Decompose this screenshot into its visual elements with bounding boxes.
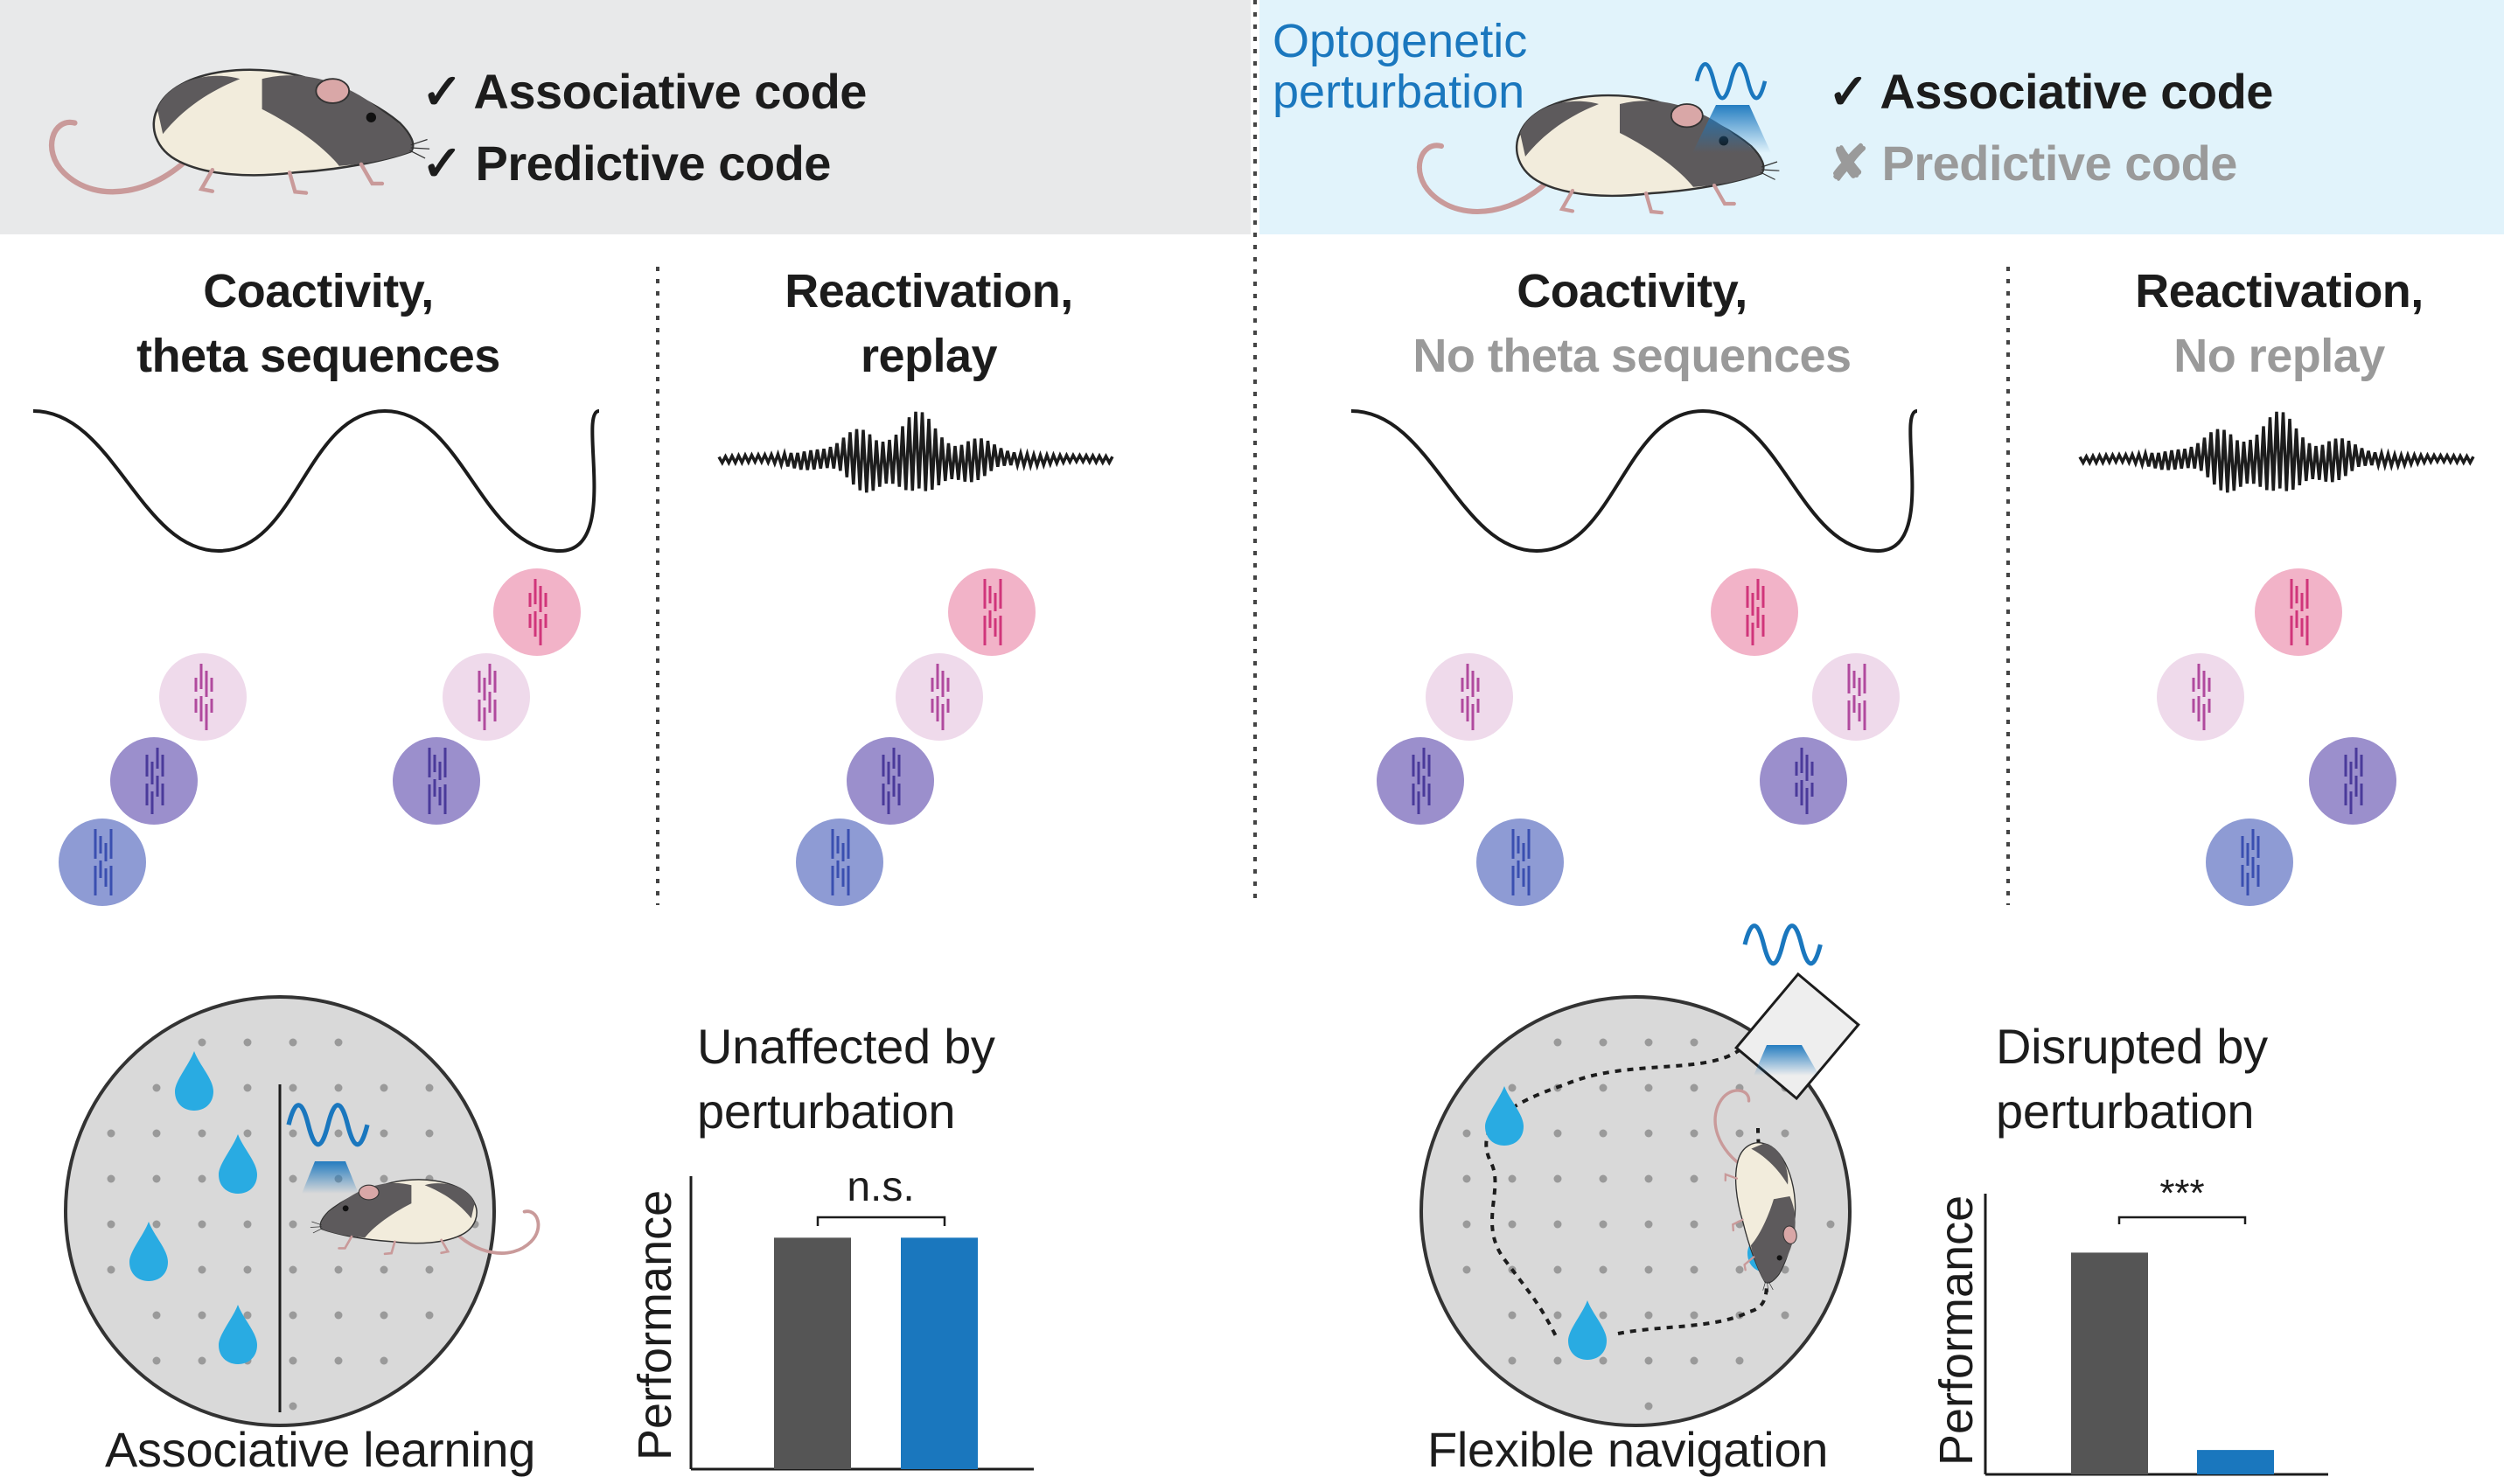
associative-learning-caption: Associative learning bbox=[105, 1422, 536, 1477]
place-cell bbox=[59, 819, 146, 906]
place-cell bbox=[896, 653, 983, 741]
place-cell bbox=[2309, 737, 2396, 825]
theta-section-title: Coactivity, No theta sequences bbox=[1412, 265, 1852, 382]
place-cell bbox=[2206, 819, 2293, 906]
optic-fiber-icon bbox=[1692, 105, 1771, 153]
optic-fiber-icon bbox=[1754, 1045, 1819, 1076]
place-cell bbox=[1377, 737, 1464, 825]
theta-section-title: Coactivity, theta sequences bbox=[136, 265, 500, 382]
replay-oscillation bbox=[2078, 411, 2475, 493]
bar-perturbation bbox=[2197, 1450, 2274, 1474]
predictive-code-check: ✓ Predictive code bbox=[422, 136, 831, 191]
place-cell bbox=[159, 653, 247, 741]
place-cell bbox=[2157, 653, 2244, 741]
bar-control bbox=[2071, 1252, 2148, 1474]
place-cell bbox=[847, 737, 934, 825]
place-cell bbox=[393, 737, 480, 825]
significance-label: n.s. bbox=[847, 1164, 915, 1210]
replay-section-title: Reactivation, No replay bbox=[2135, 265, 2424, 382]
flexible-navigation-caption: Flexible navigation bbox=[1427, 1422, 1829, 1477]
optogenetic-perturbation-label: Optogenetic perturbation bbox=[1273, 15, 1528, 118]
place-cell bbox=[1711, 568, 1798, 656]
replay-oscillation bbox=[717, 411, 1114, 493]
chart-title: Disrupted by perturbation bbox=[1996, 1019, 2268, 1139]
significance-bracket bbox=[816, 1216, 946, 1226]
y-axis-label: Performance bbox=[629, 1189, 681, 1460]
place-cell bbox=[1812, 653, 1900, 741]
bar-chart-unaffected bbox=[689, 1176, 1034, 1471]
place-cell bbox=[443, 653, 530, 741]
chart-title: Unaffected by perturbation bbox=[697, 1019, 995, 1139]
place-cell bbox=[1426, 653, 1513, 741]
bar-chart-disrupted bbox=[1984, 1194, 2328, 1476]
associative-code-check: ✓ Associative code bbox=[1828, 64, 2273, 119]
place-cell bbox=[2255, 568, 2342, 656]
replay-section-title: Reactivation, replay bbox=[785, 265, 1073, 382]
place-cell bbox=[1760, 737, 1847, 825]
bar-perturbation bbox=[901, 1237, 978, 1469]
place-cell bbox=[796, 819, 883, 906]
associative-learning-arena bbox=[64, 995, 541, 1427]
flexible-navigation-arena bbox=[1419, 926, 1860, 1427]
y-axis-label: Performance bbox=[1930, 1195, 1983, 1466]
theta-oscillation bbox=[32, 408, 600, 554]
significance-bracket bbox=[2117, 1216, 2247, 1224]
significance-label: *** bbox=[2159, 1172, 2205, 1215]
bar-control bbox=[774, 1237, 851, 1469]
perturbation-header-panel bbox=[1259, 0, 2504, 234]
place-cell bbox=[1476, 819, 1564, 906]
place-cell bbox=[110, 737, 198, 825]
place-cell bbox=[948, 568, 1036, 656]
theta-oscillation bbox=[1350, 408, 1918, 554]
associative-code-check: ✓ Associative code bbox=[422, 64, 867, 119]
optic-fiber-icon bbox=[302, 1161, 359, 1194]
place-cell bbox=[493, 568, 581, 656]
predictive-code-cross: ✘ Predictive code bbox=[1828, 136, 2237, 191]
